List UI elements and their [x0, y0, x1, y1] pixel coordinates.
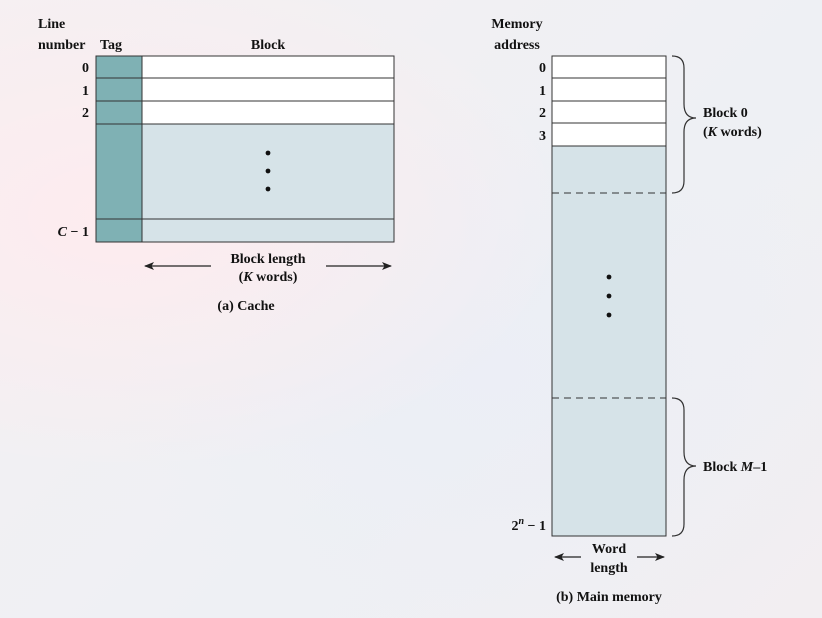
blockm-label: Block M–1 — [703, 460, 767, 475]
memory-address-header-line2: address — [494, 38, 540, 53]
cache-caption: (a) Cache — [217, 299, 274, 314]
cache-block-area — [142, 124, 394, 242]
cache-ellipsis-dot — [265, 186, 271, 192]
memory-address: 3 — [539, 129, 546, 144]
word-length-label-line2: length — [590, 561, 628, 576]
memory-address: 2 — [539, 106, 546, 121]
word-length-label-line1: Word — [592, 542, 626, 557]
memory-address: 1 — [539, 84, 546, 99]
memory-border — [551, 55, 667, 537]
memory-ellipsis-dot — [606, 293, 612, 299]
block0-units: (K words) — [703, 125, 762, 140]
cache-line-number: 1 — [82, 84, 89, 99]
memory-ellipsis-dot — [606, 312, 612, 318]
block0-label: Block 0 — [703, 106, 748, 121]
line-number-header-line: Line — [38, 17, 65, 32]
memory-address-header-line1: Memory — [491, 17, 542, 32]
cache-line-number: 2 — [82, 106, 89, 121]
line-number-header-number: number — [38, 38, 85, 53]
block-header: Block — [251, 38, 285, 53]
cache-last-line-number: C − 1 — [58, 225, 89, 240]
main-memory-caption: (b) Main memory — [556, 590, 662, 605]
memory-last-address: 2n − 1 — [511, 516, 546, 534]
cache-ellipsis-dot — [265, 150, 271, 156]
block0-brace — [671, 55, 697, 194]
main-memory-diagram: Memory address 0 1 2 3 2n − 1 Block 0 (K… — [491, 17, 767, 605]
cache-block-border — [141, 55, 395, 243]
memory-ellipsis-dot — [606, 274, 612, 280]
cache-diagram: Line number Tag Block 0 1 2 C − 1 Block … — [38, 17, 395, 314]
cache-ellipsis-dot — [265, 168, 271, 174]
memory-address: 0 — [539, 61, 546, 76]
cache-top-cells — [142, 56, 394, 124]
blockm-brace — [671, 397, 697, 537]
memory-block-area — [552, 146, 666, 536]
cache-tag-column — [95, 55, 143, 243]
tag-header: Tag — [100, 38, 122, 53]
block-length-label: Block length — [230, 252, 305, 267]
cache-line-number: 0 — [82, 61, 89, 76]
block-length-units: (K words) — [239, 270, 298, 285]
